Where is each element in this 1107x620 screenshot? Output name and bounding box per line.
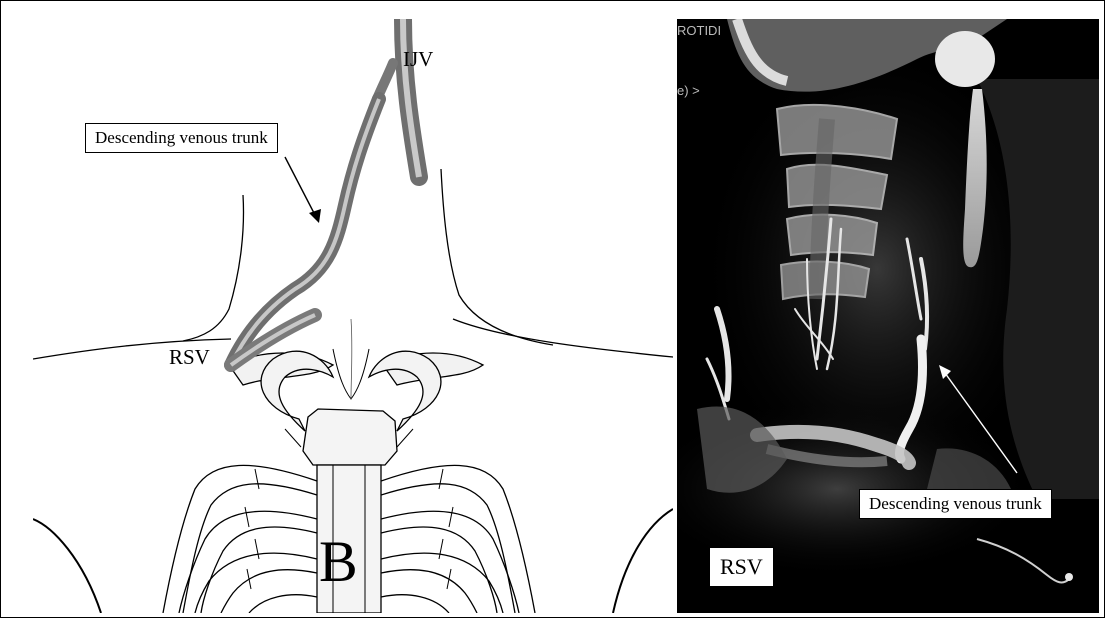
left-trunk-label-box: Descending venous trunk [85, 123, 278, 153]
neck-left-outline [183, 195, 243, 341]
neck-right-outline [441, 169, 553, 345]
neck-center-stroke [351, 319, 352, 399]
rsv-label-left: RSV [169, 345, 210, 370]
left-ribcage [163, 465, 317, 613]
right-shoulder-contour [613, 509, 673, 613]
left-shoulder-contour [33, 519, 101, 613]
right-shoulder-line [453, 319, 673, 357]
right-ribcage [381, 465, 535, 613]
illustration-drawing [33, 19, 673, 613]
panel-letter: B [319, 533, 358, 591]
ct-venogram-panel [677, 19, 1099, 613]
manubrium [303, 409, 397, 465]
trunk-arrow-head [309, 209, 321, 223]
illustration-panel [33, 19, 673, 613]
ct-venogram-image [677, 19, 1099, 613]
ijv-label: IJV [403, 47, 433, 72]
ct-overlay-top-text: ROTIDI [677, 23, 721, 38]
rsv-label-right-box: RSV [709, 547, 774, 587]
trunk-arrow-line [285, 157, 315, 215]
right-trunk-label-box: Descending venous trunk [859, 489, 1052, 519]
ct-overlay-side-text: e) > [677, 83, 700, 98]
